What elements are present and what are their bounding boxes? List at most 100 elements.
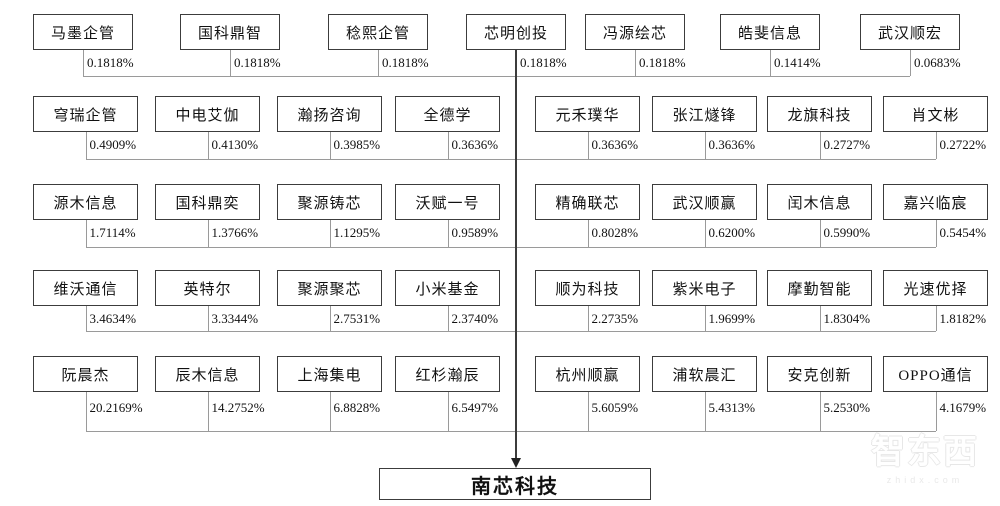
connector-stub — [329, 306, 331, 331]
shareholder-box: 上海集电 — [277, 356, 382, 392]
shareholder-name: 阮晨杰 — [61, 367, 110, 384]
connector-stub — [935, 220, 937, 247]
shareholder-name: 皓斐信息 — [737, 25, 802, 42]
shareholder-box: 稔熙企管 — [328, 14, 428, 50]
connector-stub — [85, 306, 87, 331]
connector-stub — [819, 220, 821, 247]
shareholder-name: 红杉瀚辰 — [415, 367, 480, 384]
ownership-percentage: 0.9589% — [451, 225, 499, 240]
connector-stub — [447, 306, 449, 331]
ownership-percentage: 1.9699% — [708, 311, 756, 326]
connector-stub — [935, 392, 937, 431]
ownership-percentage: 1.7114% — [89, 225, 136, 240]
watermark-logo: 智东西 zhidx.com — [860, 436, 990, 485]
ownership-percentage: 0.1818% — [639, 55, 686, 70]
shareholder-box: OPPO通信 — [883, 356, 988, 392]
shareholder-box: 精确联芯 — [535, 184, 640, 220]
shareholder-box: 维沃通信 — [33, 270, 138, 306]
ownership-percentage: 0.1818% — [520, 55, 567, 70]
shareholder-name: 源木信息 — [53, 195, 118, 212]
shareholder-box: 源木信息 — [33, 184, 138, 220]
shareholder-box: 马墨企管 — [33, 14, 133, 50]
arrow-down-icon — [511, 458, 521, 468]
shareholder-name: 英特尔 — [183, 281, 232, 298]
connector-stub — [447, 132, 449, 159]
trunk-line — [515, 50, 517, 458]
shareholder-name: 瀚扬咨询 — [297, 107, 362, 124]
shareholder-name: 安克创新 — [787, 367, 852, 384]
ownership-percentage: 4.1679% — [939, 400, 987, 415]
connector-stub — [85, 132, 87, 159]
watermark-domain: zhidx.com — [886, 475, 964, 485]
shareholder-name: 精确联芯 — [555, 195, 620, 212]
ownership-percentage: 20.2169% — [89, 400, 143, 415]
shareholder-box: 摩勤智能 — [767, 270, 872, 306]
ownership-percentage: 0.4130% — [211, 137, 259, 152]
ownership-percentage: 0.2727% — [823, 137, 871, 152]
ownership-percentage: 0.1818% — [234, 55, 281, 70]
ownership-percentage: 3.4634% — [89, 311, 137, 326]
shareholder-name: 聚源铸芯 — [297, 195, 362, 212]
shareholder-box: 英特尔 — [155, 270, 260, 306]
ownership-percentage: 0.1414% — [774, 55, 821, 70]
shareholder-box: 小米基金 — [395, 270, 500, 306]
connector-stub — [587, 306, 589, 331]
ownership-percentage: 0.5454% — [939, 225, 987, 240]
shareholder-name: 闰木信息 — [787, 195, 852, 212]
connector-stub — [704, 306, 706, 331]
ownership-percentage: 6.8828% — [333, 400, 381, 415]
shareholder-box: 瀚扬咨询 — [277, 96, 382, 132]
shareholder-box: 杭州顺赢 — [535, 356, 640, 392]
connector-stub — [516, 50, 517, 76]
connector-stub — [587, 392, 589, 431]
shareholder-name: 顺为科技 — [555, 281, 620, 298]
ownership-percentage: 2.7531% — [333, 311, 381, 326]
ownership-percentage: 0.1818% — [382, 55, 429, 70]
ownership-percentage: 14.2752% — [211, 400, 265, 415]
connector-stub — [935, 306, 937, 331]
ownership-percentage: 0.4909% — [89, 137, 137, 152]
shareholder-name: 光速优择 — [903, 281, 968, 298]
shareholder-name: 国科鼎智 — [197, 25, 262, 42]
connector-stub — [704, 132, 706, 159]
shareholder-name: 摩勤智能 — [787, 281, 852, 298]
shareholder-name: 芯明创投 — [483, 25, 548, 42]
shareholder-name: 浦软晨汇 — [672, 367, 737, 384]
connector-line — [85, 431, 936, 432]
shareholder-name: 辰木信息 — [175, 367, 240, 384]
shareholder-name: 冯源绘芯 — [602, 25, 667, 42]
connector-stub — [819, 132, 821, 159]
shareholder-name: 杭州顺赢 — [555, 367, 620, 384]
shareholder-box: 阮晨杰 — [33, 356, 138, 392]
shareholder-box: 安克创新 — [767, 356, 872, 392]
ownership-percentage: 5.2530% — [823, 400, 871, 415]
connector-stub — [85, 220, 87, 247]
shareholder-box: 沃赋一号 — [395, 184, 500, 220]
connector-stub — [587, 220, 589, 247]
connector-stub — [85, 392, 87, 431]
shareholder-box: 穹瑞企管 — [33, 96, 138, 132]
ownership-percentage: 5.6059% — [591, 400, 639, 415]
shareholder-box: 闰木信息 — [767, 184, 872, 220]
company-box: 南芯科技 — [379, 468, 651, 500]
ownership-percentage: 0.5990% — [823, 225, 871, 240]
connector-stub — [935, 132, 937, 159]
shareholder-box: 冯源绘芯 — [585, 14, 685, 50]
shareholder-box: 武汉顺赢 — [652, 184, 757, 220]
connector-stub — [329, 132, 331, 159]
ownership-percentage: 0.0683% — [914, 55, 961, 70]
ownership-percentage: 1.8304% — [823, 311, 871, 326]
connector-line — [83, 76, 910, 77]
connector-stub — [447, 392, 449, 431]
shareholder-name: 聚源聚芯 — [297, 281, 362, 298]
shareholder-box: 浦软晨汇 — [652, 356, 757, 392]
shareholder-name: 沃赋一号 — [415, 195, 480, 212]
connector-line — [85, 247, 936, 248]
company-name: 南芯科技 — [471, 475, 559, 498]
connector-stub — [587, 132, 589, 159]
shareholder-name: OPPO通信 — [898, 367, 973, 384]
shareholder-box: 紫米电子 — [652, 270, 757, 306]
shareholder-name: 稔熙企管 — [345, 25, 410, 42]
connector-stub — [447, 220, 449, 247]
connector-stub — [207, 132, 209, 159]
